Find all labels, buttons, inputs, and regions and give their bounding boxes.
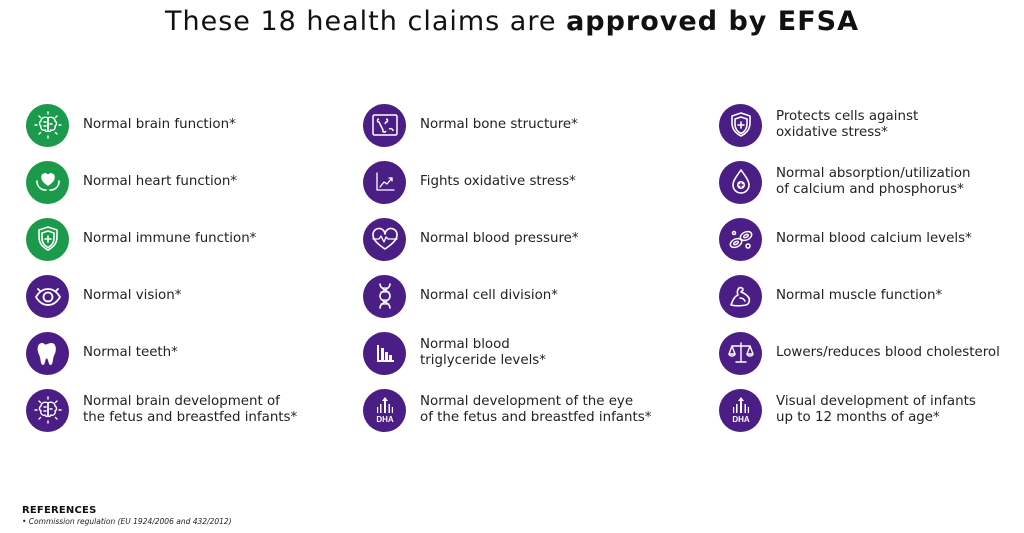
claim-label: Normal blood pressure* <box>420 231 579 246</box>
claim-label: Lowers/reduces blood cholesterol <box>776 345 1000 360</box>
dha-icon: DHA <box>363 388 406 432</box>
claim-label: Visual development of infants up to 12 m… <box>776 394 976 425</box>
claim-item: Fights oxidative stress* <box>363 160 683 204</box>
references-heading: REFERENCES <box>22 505 97 516</box>
claim-item: Lowers/reduces blood cholesterol <box>719 331 1019 375</box>
claim-label: Normal vision* <box>83 288 182 303</box>
claim-item: Normal bone structure* <box>363 103 683 147</box>
claim-label: Normal muscle function* <box>776 288 943 303</box>
claim-item: DHA Normal development of the eye of the … <box>363 388 683 432</box>
shield-plus-icon <box>719 103 762 147</box>
reference-item: • Commission regulation (EU 1924/2006 an… <box>22 517 232 526</box>
claim-label: Normal blood calcium levels* <box>776 231 972 246</box>
references: REFERENCES • Commission regulation (EU 1… <box>22 505 232 526</box>
claim-item: Normal brain development of the fetus an… <box>26 388 346 432</box>
dha-text: DHA <box>376 415 394 424</box>
brain-icon <box>26 103 69 147</box>
claim-item: Normal absorption/utilization of calcium… <box>719 160 1019 204</box>
claim-item: Normal brain function* <box>26 103 346 147</box>
claim-item: Normal blood calcium levels* <box>719 217 1019 261</box>
claim-label: Normal brain development of the fetus an… <box>83 394 298 425</box>
claim-item: Protects cells against oxidative stress* <box>719 103 1019 147</box>
claim-label: Normal development of the eye of the fet… <box>420 394 652 425</box>
title-regular: These 18 health claims are <box>165 6 567 37</box>
claim-label: Fights oxidative stress* <box>420 174 576 189</box>
title-bold: approved by EFSA <box>566 6 859 37</box>
claim-label: Normal teeth* <box>83 345 178 360</box>
claim-label: Normal brain function* <box>83 117 236 132</box>
claim-label: Protects cells against oxidative stress* <box>776 109 919 140</box>
claim-label: Normal heart function* <box>83 174 238 189</box>
claim-item: Normal teeth* <box>26 331 346 375</box>
blood-cells-icon <box>719 217 762 261</box>
dna-icon <box>363 274 406 318</box>
brain-icon <box>26 388 69 432</box>
trend-chart-icon <box>363 160 406 204</box>
heart-pulse-icon <box>363 217 406 261</box>
scale-icon <box>719 331 762 375</box>
claim-label: Normal blood triglyceride levels* <box>420 337 546 368</box>
bone-xray-icon <box>363 103 406 147</box>
dha-text: DHA <box>732 415 750 424</box>
muscle-arm-icon <box>719 274 762 318</box>
claim-item: Normal vision* <box>26 274 346 318</box>
claim-label: Normal immune function* <box>83 231 257 246</box>
claim-label: Normal bone structure* <box>420 117 578 132</box>
claim-label: Normal cell division* <box>420 288 558 303</box>
claim-item: Normal blood triglyceride levels* <box>363 331 683 375</box>
dha-icon: DHA <box>719 388 762 432</box>
claim-item: Normal heart function* <box>26 160 346 204</box>
heart-hands-icon <box>26 160 69 204</box>
page-title: These 18 health claims are approved by E… <box>0 6 1024 37</box>
drop-plus-icon <box>719 160 762 204</box>
shield-plus-icon <box>26 217 69 261</box>
tooth-icon <box>26 331 69 375</box>
claim-item: Normal muscle function* <box>719 274 1019 318</box>
claim-item: Normal immune function* <box>26 217 346 261</box>
claim-item: DHA Visual development of infants up to 1… <box>719 388 1019 432</box>
bar-chart-icon <box>363 331 406 375</box>
eye-icon <box>26 274 69 318</box>
claim-label: Normal absorption/utilization of calcium… <box>776 166 971 197</box>
claim-item: Normal cell division* <box>363 274 683 318</box>
claim-item: Normal blood pressure* <box>363 217 683 261</box>
